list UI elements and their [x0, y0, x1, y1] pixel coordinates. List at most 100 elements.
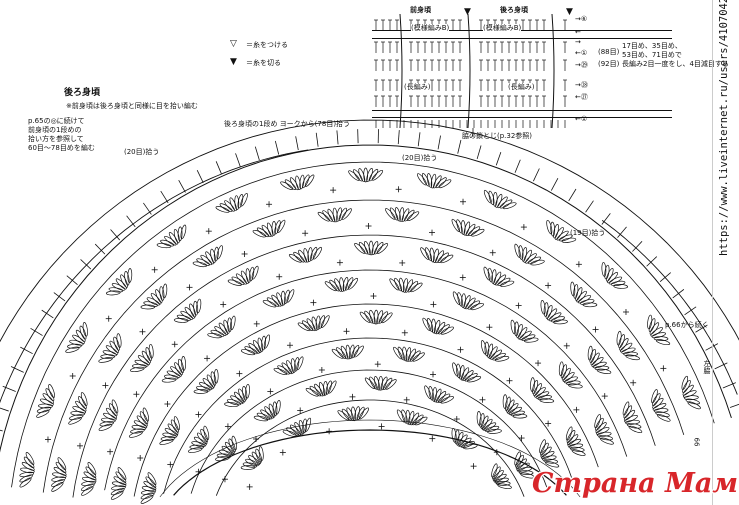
double-crochet	[695, 324, 708, 333]
fan-stitch	[297, 322, 311, 332]
chart-note: ※前身頃は後ろ身頃と同様に目を拾い編む	[66, 102, 198, 110]
fan-stitch	[534, 387, 546, 398]
fan-stitch	[322, 210, 333, 222]
fan-stitch	[219, 203, 233, 212]
fan-stitch	[601, 262, 607, 277]
fan-stitch	[393, 346, 403, 360]
fan-stitch	[338, 207, 347, 221]
fan-stitch	[426, 318, 434, 333]
fan-stitch	[284, 179, 297, 190]
round-line	[104, 269, 628, 491]
fan-stitch	[456, 431, 464, 446]
fan-stitch	[554, 227, 564, 240]
fan-stitch	[19, 471, 34, 478]
legend-attach: ＝糸をつける	[246, 41, 288, 49]
fan-stitch	[568, 383, 583, 389]
fan-stitch	[192, 261, 208, 268]
fan-stitch	[339, 277, 345, 292]
fan-stitch	[162, 283, 168, 299]
fan-stitch	[481, 418, 493, 431]
fan-stitch	[517, 327, 528, 340]
fan-stitch	[286, 360, 294, 374]
double-crochet	[705, 343, 719, 351]
fan-stitch	[70, 411, 86, 416]
fan-stitch	[451, 428, 457, 443]
double-crochet	[533, 168, 540, 182]
fan-stitch	[440, 326, 454, 335]
fan-stitch	[681, 375, 689, 390]
fan-stitch	[606, 268, 614, 282]
double-crochet	[617, 226, 627, 238]
double-crochet	[30, 327, 43, 336]
watermark-url: https://www.liveinternet.ru/users/410704…	[718, 0, 730, 256]
fan-stitch	[623, 405, 633, 419]
double-crochet	[53, 292, 66, 302]
fan-stitch	[327, 208, 336, 223]
fan-stitch	[421, 173, 430, 187]
fan-stitch	[389, 207, 399, 221]
double-crochet	[274, 140, 280, 155]
fan-stitch	[146, 297, 160, 306]
fan-stitch	[595, 427, 610, 435]
fan-stitch	[488, 190, 495, 206]
double-crochet	[476, 145, 482, 160]
fan-stitch	[652, 393, 661, 407]
fan-stitch	[539, 439, 546, 454]
fan-stitch	[440, 396, 455, 404]
fan-stitch	[595, 422, 607, 434]
double-crochet	[601, 213, 611, 225]
fan-stitch	[281, 362, 293, 375]
fan-stitch	[359, 311, 371, 323]
fan-stitch	[407, 348, 416, 362]
fan-stitch	[371, 241, 379, 256]
double-crochet	[295, 136, 299, 151]
fan-stitch	[476, 411, 482, 426]
fan-stitch	[130, 428, 145, 434]
watermark-brand: Страна Мам . ру	[532, 468, 739, 505]
fan-stitch	[289, 424, 302, 436]
fan-stitch	[590, 352, 600, 366]
fan-stitch	[532, 379, 539, 395]
inset-rule	[372, 110, 672, 111]
fan-stitch	[540, 300, 546, 315]
fan-stitch	[428, 386, 434, 401]
fan-stitch	[539, 398, 555, 403]
fan-stitch	[19, 474, 33, 483]
fan-stitch	[648, 318, 656, 333]
fan-stitch	[98, 423, 113, 431]
fan-stitch	[625, 354, 640, 361]
fan-stitch	[223, 319, 230, 334]
fan-stitch	[435, 391, 447, 403]
fan-stitch	[487, 343, 494, 358]
fan-stitch	[353, 169, 363, 182]
fan-stitch	[647, 314, 653, 330]
fan-stitch	[218, 322, 229, 336]
fan-stitch	[193, 389, 209, 394]
fan-stitch	[492, 469, 504, 482]
fan-stitch	[69, 339, 84, 346]
fan-stitch	[161, 377, 177, 383]
fan-stitch	[111, 283, 126, 291]
cut-yarn-marker: ▼	[464, 7, 471, 17]
fan-stitch	[69, 414, 84, 420]
fan-stitch	[385, 208, 396, 220]
fan-stitch	[562, 371, 575, 383]
fan-stitch	[341, 408, 352, 421]
cut-yarn-symbol: ▼	[230, 57, 237, 67]
fan-stitch	[438, 179, 452, 189]
fan-stitch	[306, 318, 316, 332]
fan-stitch	[234, 391, 245, 404]
pick-center-label: (20目)拾う	[402, 154, 438, 162]
double-crochet	[714, 362, 728, 370]
pick-guide-bracket	[0, 149, 309, 404]
fan-stitch	[237, 194, 244, 209]
fan-stitch	[426, 173, 433, 188]
fan-stitch	[655, 411, 670, 418]
fan-stitch	[380, 376, 388, 391]
fan-stitch	[459, 365, 465, 380]
double-crochet	[143, 202, 152, 215]
row-marker: ←①	[575, 49, 588, 57]
double-crochet	[397, 130, 400, 145]
double-crochet	[110, 229, 121, 241]
fan-stitch	[546, 219, 553, 235]
